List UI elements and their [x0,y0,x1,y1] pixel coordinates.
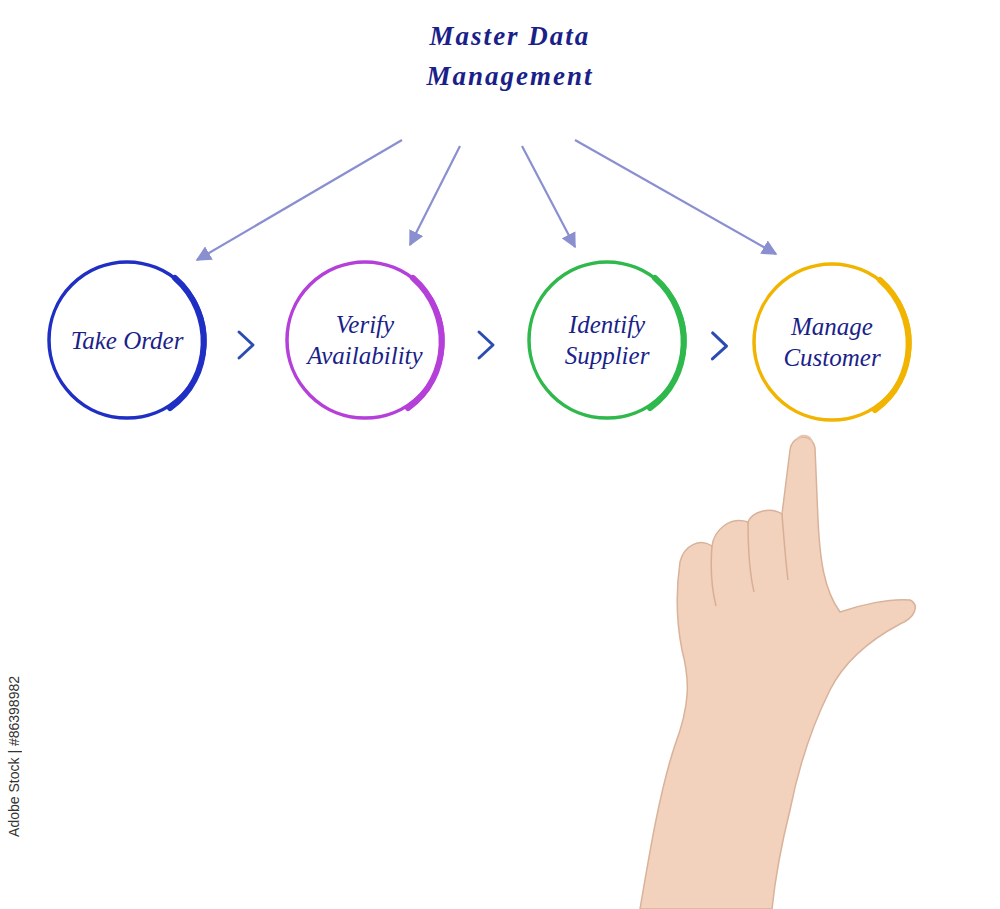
title-arrow [522,146,575,247]
node-label: Verify Availability [283,309,447,371]
watermark: Adobe Stock | #86398982 [6,676,22,837]
flow-chevron [479,332,493,358]
circle-outline [283,258,447,422]
pointing-hand [640,436,915,909]
process-circle: Take Order [45,258,209,422]
diagram-title: Master Data Management [426,16,593,96]
circle-outline [525,258,689,422]
title-arrows [197,140,776,260]
title-arrow [575,140,776,254]
circle-outline [750,260,914,424]
process-circle: Verify Availability [283,258,447,422]
flow-chevron [239,332,253,358]
node-label: Manage Customer [750,311,914,373]
process-circle: Manage Customer [750,260,914,424]
node-label: Identify Supplier [525,309,689,371]
node-label: Take Order [61,325,194,356]
title-arrow [410,146,460,245]
flow-chevron [712,333,726,359]
title-arrow [197,140,402,260]
process-circle: Identify Supplier [525,258,689,422]
